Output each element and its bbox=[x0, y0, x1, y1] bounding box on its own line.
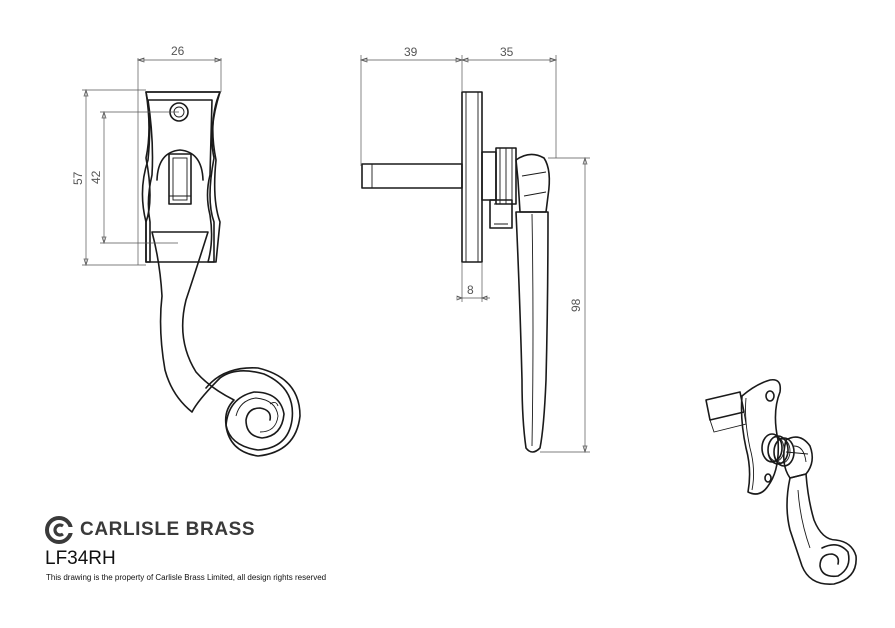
dim-front-height-total: 57 bbox=[71, 171, 85, 185]
dim-front-height-inner: 42 bbox=[89, 170, 103, 184]
brand-name: CARLISLE BRASS bbox=[80, 519, 256, 540]
copyright-notice: This drawing is the property of Carlisle… bbox=[46, 573, 327, 582]
carlisle-brass-logo-icon bbox=[45, 516, 74, 544]
brand-block: CARLISLE BRASS bbox=[44, 515, 255, 545]
dim-side-projection: 35 bbox=[500, 45, 514, 59]
dim-side-plate-thickness: 8 bbox=[467, 283, 474, 297]
side-view bbox=[361, 91, 551, 453]
dim-side-handle-length: 98 bbox=[569, 298, 583, 312]
dim-front-width: 26 bbox=[171, 44, 185, 58]
side-dimensions: 39 35 8 98 bbox=[359, 45, 590, 454]
dim-side-spindle: 39 bbox=[404, 45, 418, 59]
isometric-view bbox=[705, 378, 857, 585]
front-view bbox=[141, 91, 301, 457]
product-code: LF34RH bbox=[45, 548, 116, 569]
front-dimensions: 26 57 42 bbox=[71, 44, 223, 267]
